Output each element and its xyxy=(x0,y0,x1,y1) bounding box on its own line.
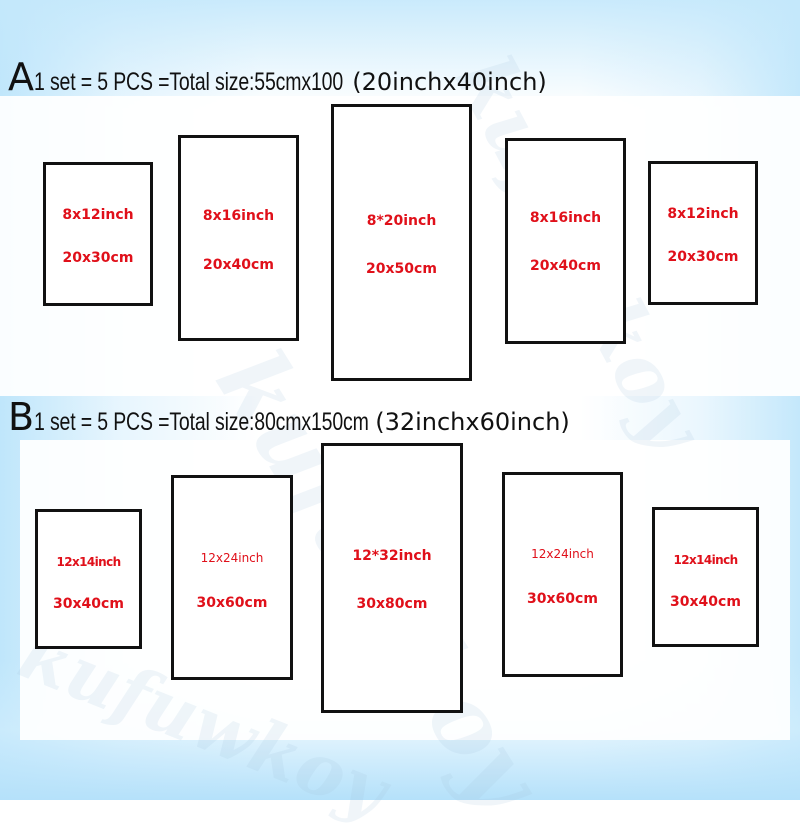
frame-inch-label: 8x16inch xyxy=(202,208,275,224)
frame-b-4: 12x24inch 30x60cm xyxy=(502,472,623,677)
frame-a-4: 8x16inch 20x40cm xyxy=(505,138,626,344)
section-a-title: 1 set = 5 PCS =Total size:55cmx100 xyxy=(34,68,344,96)
frame-cm-label: 30x60cm xyxy=(527,591,598,607)
frame-b-5: 12x14inch 30x40cm xyxy=(652,507,759,647)
section-b-letter: B xyxy=(8,395,35,439)
frame-inch-label: 12x14inch xyxy=(673,553,738,567)
section-a-letter: A xyxy=(8,55,34,99)
frame-cm-label: 30x40cm xyxy=(53,596,124,612)
frame-cm-label: 30x80cm xyxy=(356,596,428,612)
section-b-title: 1 set = 5 PCS =Total size:80cmx150cm xyxy=(34,408,369,436)
frame-inch-label: 12x24inch xyxy=(531,547,594,561)
frame-b-1: 12x14inch 30x40cm xyxy=(35,509,142,649)
frame-inch-label: 8*20inch xyxy=(366,213,437,229)
frame-a-3: 8*20inch 20x50cm xyxy=(331,104,472,381)
frame-b-2: 12x24inch 30x60cm xyxy=(171,475,293,680)
frame-cm-label: 30x60cm xyxy=(196,595,268,611)
frame-inch-label: 12*32inch xyxy=(352,548,432,564)
frame-a-5: 8x12inch 20x30cm xyxy=(648,161,758,305)
frame-cm-label: 20x40cm xyxy=(530,258,601,274)
section-b-title-inches: (32inchx60inch) xyxy=(375,408,570,436)
frame-a-1: 8x12inch 20x30cm xyxy=(43,162,153,306)
frame-b-3: 12*32inch 30x80cm xyxy=(321,443,463,713)
section-a-heading: A 1 set = 5 PCS =Total size:55cmx100 (20… xyxy=(8,58,547,97)
frame-inch-label: 12x14inch xyxy=(56,555,121,569)
frame-cm-label: 20x30cm xyxy=(667,249,739,265)
section-a-title-inches: (20inchx40inch) xyxy=(352,68,547,96)
frame-cm-label: 20x40cm xyxy=(203,257,274,273)
frame-a-2: 8x16inch 20x40cm xyxy=(178,135,299,341)
frame-inch-label: 8x12inch xyxy=(667,206,739,222)
frame-inch-label: 8x16inch xyxy=(529,210,602,226)
section-b-heading: B 1 set = 5 PCS =Total size:80cmx150cm (… xyxy=(8,398,570,437)
frame-inch-label: 8x12inch xyxy=(62,207,134,223)
frame-cm-label: 20x50cm xyxy=(366,261,437,277)
frame-inch-label: 12x24inch xyxy=(200,551,264,565)
background-tint-top xyxy=(0,0,800,110)
frame-cm-label: 30x40cm xyxy=(670,594,741,610)
frame-cm-label: 20x30cm xyxy=(62,250,134,266)
